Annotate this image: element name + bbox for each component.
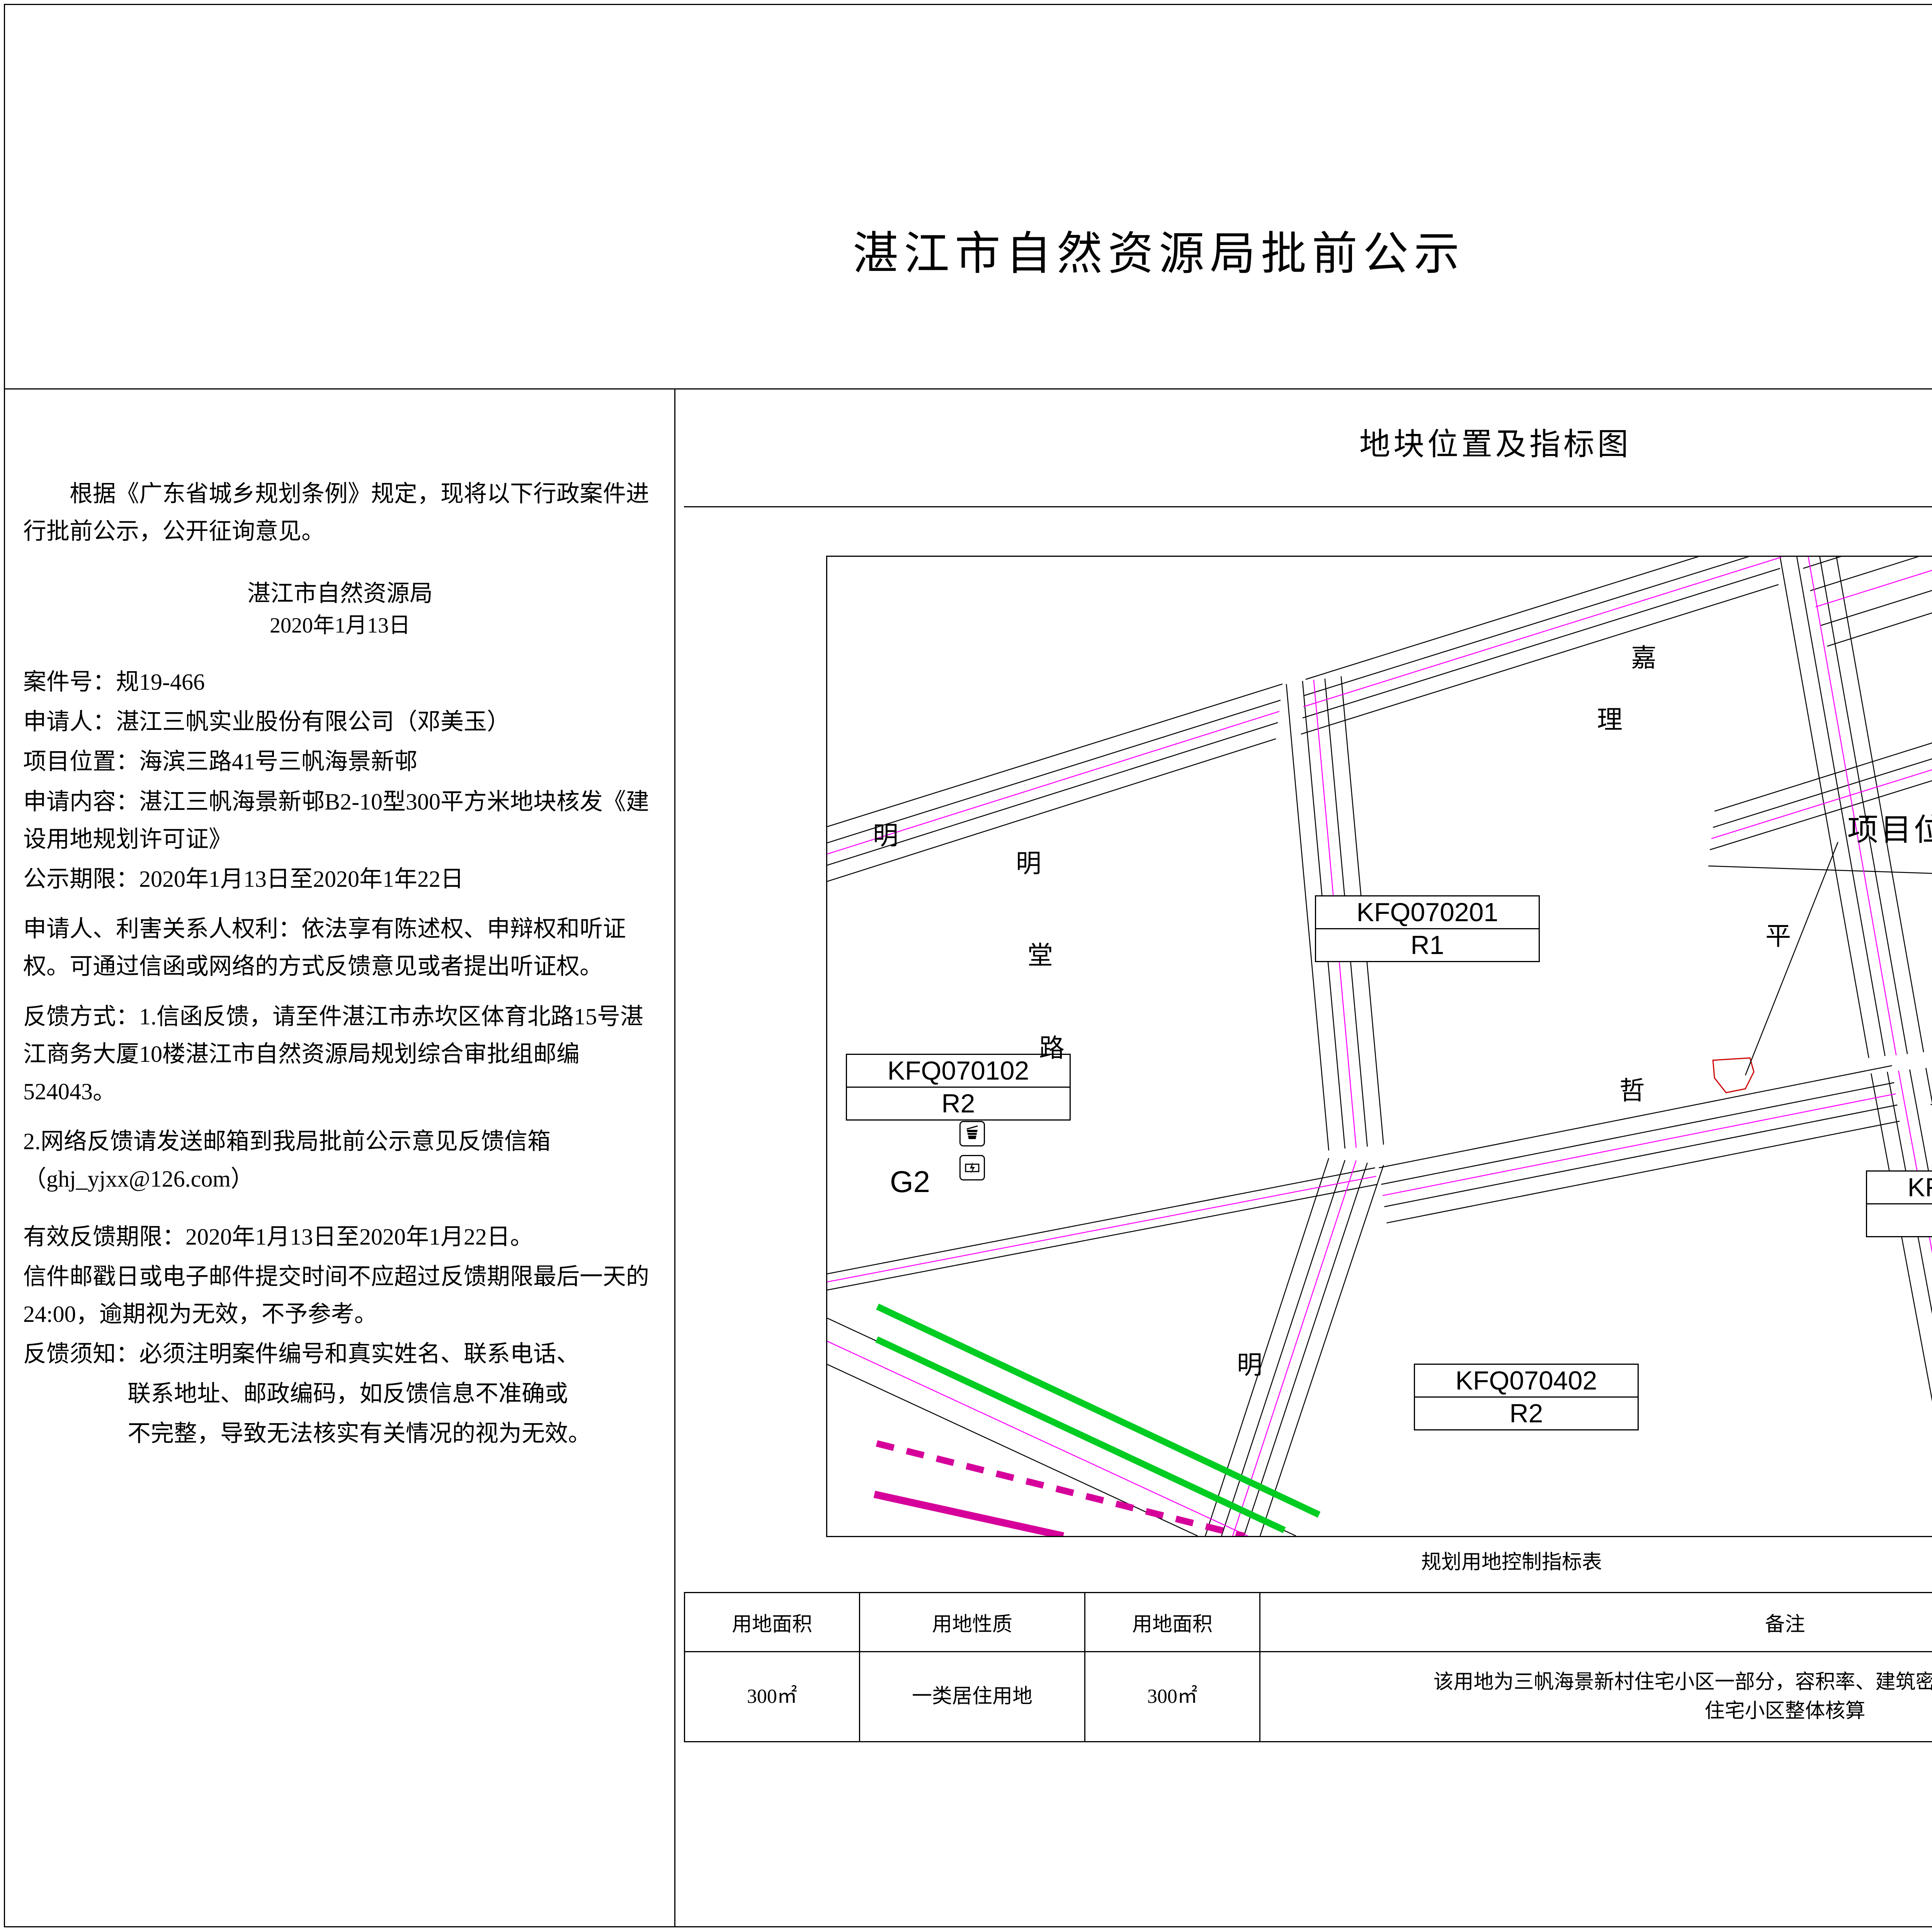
callout-leader-line [1745,842,1838,1076]
indicator-table-caption: 规划用地控制指标表 [1421,1551,1602,1573]
parcel-code: KFQ070402 [1415,1365,1638,1398]
project-location-row: 项目位置：海滨三路41号三帆海景新邨 [23,743,657,781]
publicity-period-value: 2020年1月13日至2020年1年22日 [139,866,464,892]
table-header-row: 用地面积 用地性质 用地面积 备注 [684,1592,1932,1652]
publicity-period-label: 公示期限： [23,866,139,892]
boundary-lines [873,1440,1245,1536]
applicant-value: 湛江三帆实业股份有限公司（邓美玉） [116,709,510,735]
road-label-mingtanglu-char-2: 堂 [1027,942,1053,970]
feedback-method-postal: 反馈方式：1.信函反馈，请至件湛江市赤坎区体育北路15号湛江商务大厦10楼湛江市… [23,1003,643,1104]
feedback-notes-line-2: 联系地址、邮政编码，如反馈信息不准确或 [128,1381,568,1407]
parcel-code: KFQ070102 [847,1055,1070,1088]
rights-paragraph: 申请人、利害关系人权利：依法享有陈述权、申辩权和听证权。可通过信函或网络的方式反… [23,916,626,980]
page-border [4,4,1932,1927]
location-map: KFQ070201 R1 KFQ070102 R2 KFQ070501 R2 K… [826,556,1932,1537]
parcel-use: R2 [941,1089,975,1118]
cell-remark: 该用地为三帆海景新村住宅小区一部分，容积率、建筑密度、绿地率等规划指标 住宅小区… [1259,1651,1932,1742]
notice-intro: 根据《广东省城乡规划条例》规定，现将以下行政案件进行批前公示，公开征询意见。 [23,481,649,544]
road-centerlines [827,557,1932,1536]
issue-date: 2020年1月13日 [270,613,410,638]
column-header-use-nature: 用地性质 [859,1592,1085,1652]
issuer-block: 湛江市自然资源局 2020年1月13日 [23,577,657,641]
table-row: 300㎡ 一类居住用地 300㎡ 该用地为三帆海景新村住宅小区一部分，容积率、建… [684,1651,1932,1742]
publicity-period-row: 公示期限：2020年1月13日至2020年1年22日 [23,861,657,898]
cell-use-nature: 一类居住用地 [859,1651,1085,1742]
deadline-note: 信件邮戳日或电子邮件提交时间不应超过反馈期限最后一天的24:00，逾期视为无效，… [23,1264,649,1327]
applicant-label: 申请人： [23,709,116,735]
case-number-label: 案件号： [23,669,116,695]
remark-line-2: 住宅小区整体核算 [1704,1700,1866,1722]
page-title: 湛江市自然资源局批前公示 [852,229,1465,279]
remark-line-1: 该用地为三帆海景新村住宅小区一部分，容积率、建筑密度、绿地率等规划指标 [1433,1671,1932,1693]
parcel-label-kfq070501: KFQ070501 R2 [1866,1170,1932,1237]
feedback-notes-line-3: 不完整，导致无法核实有关情况的视为无效。 [128,1421,591,1447]
application-content-label: 申请内容： [23,789,139,815]
title-separator-rule [4,388,1932,389]
road-label-mingtanglu-char-3: 路 [1039,1034,1065,1063]
project-location-value: 海滨三路41号三帆海景新邨 [139,749,417,775]
road-label-zhe: 哲 [1619,1077,1645,1105]
column-header-area-2: 用地面积 [1084,1592,1260,1652]
power-substation-icon [959,1155,985,1180]
road-label-li: 理 [1597,706,1622,734]
project-location-label: 项目位置： [23,749,139,775]
column-header-remark: 备注 [1259,1592,1932,1652]
parcel-label-kfq070201: KFQ070201 R1 [1315,895,1540,962]
feedback-notes-label: 反馈须知： [23,1341,139,1367]
application-content-value: 湛江三帆海景新邨B2-10型300平方米地块核发《建设用地规划许可证》 [23,789,649,852]
map-title-separator-rule [684,506,1932,507]
road-label-mingtanglu-char-4: 明 [1237,1351,1262,1379]
applicant-row: 申请人：湛江三帆实业股份有限公司（邓美玉） [23,703,657,741]
application-content-row: 申请内容：湛江三帆海景新邨B2-10型300平方米地块核发《建设用地规划许可证》 [23,783,657,858]
project-parcel-outline [1712,1057,1755,1094]
parcel-use: R1 [1410,930,1444,960]
issuer-name: 湛江市自然资源局 [247,581,433,607]
green-belt-code-label: G2 [890,1165,930,1199]
parcel-label-kfq070402: KFQ070402 R2 [1414,1364,1639,1430]
column-divider-rule [674,388,675,1927]
project-location-callout: 项目位置 [1847,813,1932,847]
feedback-notes-line-1: 反馈须知：必须注明案件编号和真实姓名、联系电话、 [23,1335,657,1373]
cell-area-1: 300㎡ [684,1651,860,1742]
road-network [827,557,1932,1536]
column-header-area-1: 用地面积 [684,1592,860,1652]
cell-area-2: 300㎡ [1084,1651,1260,1742]
feedback-method-email: 2.网络反馈请发送邮箱到我局批前公示意见反馈信箱（ghj_yjxx@126.co… [23,1129,551,1192]
refuse-station-icon [959,1121,985,1146]
feedback-notes-text-1: 必须注明案件编号和真实姓名、联系电话、 [139,1341,580,1367]
indicator-table: 用地面积 用地性质 用地面积 备注 300㎡ 一类居住用地 300㎡ 该用地为三… [684,1592,1932,1742]
map-panel-title: 地块位置及指标图 [1359,428,1631,462]
parcel-use: R2 [1509,1399,1543,1428]
parcel-code: KFQ070501 [1867,1172,1932,1204]
valid-feedback-period: 有效反馈期限：2020年1月13日至2020年1月22日。 [23,1224,533,1250]
road-label-ming-west: 明 [873,822,898,850]
notice-text-column: 根据《广东省城乡规划条例》规定，现将以下行政案件进行批前公示，公开征询意见。 湛… [23,475,657,1455]
case-number-value: 规19-466 [116,669,205,695]
parcel-use: R2 [1867,1204,1932,1236]
case-number-row: 案件号：规19-466 [23,663,657,701]
road-label-ping: 平 [1765,922,1791,951]
parcel-label-kfq070102: KFQ070102 R2 [846,1054,1071,1121]
road-label-mingtanglu-char-1: 明 [1016,850,1041,878]
map-drawing [827,557,1932,1536]
parcel-code: KFQ070201 [1316,896,1539,929]
green-belt-g2 [875,1303,1321,1533]
road-label-jia: 嘉 [1631,644,1656,672]
